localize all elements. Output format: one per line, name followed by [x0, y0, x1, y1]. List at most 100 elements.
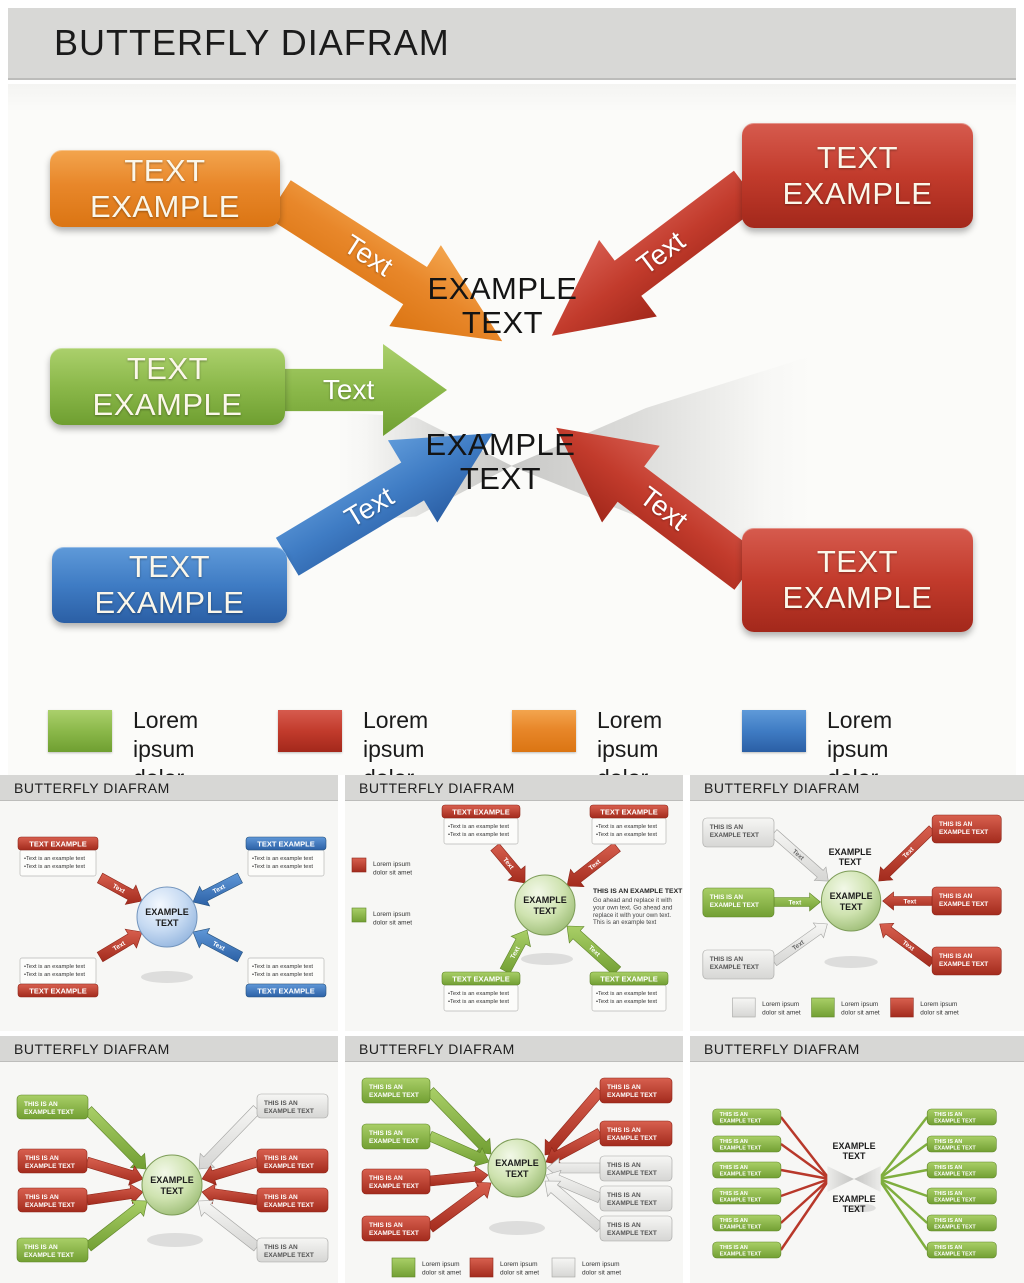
mini-arrow-green — [773, 892, 821, 912]
mini-box-gray — [256, 1237, 329, 1263]
mini-box-red — [361, 1168, 431, 1195]
mini-header-red — [589, 804, 669, 819]
mini-bullet-line: •Text is an example text — [252, 964, 313, 970]
mini-legend-swatch-red — [890, 997, 914, 1018]
mini-shadow — [850, 1204, 876, 1212]
mini-bowtie-left — [827, 1166, 855, 1192]
mini-paragraph-line: This is an example text — [593, 919, 657, 926]
mini-arrow-red — [490, 843, 526, 884]
mini-bullet-line: •Text is an example text — [448, 832, 509, 838]
center-label-bottom: EXAMPLE TEXT — [425, 427, 576, 496]
mini-header-red — [17, 836, 99, 851]
mini-header-label: TEXT EXAMPLE — [452, 808, 510, 817]
mini-paragraph-title: THIS IS AN EXAMPLE TEXT — [593, 888, 683, 895]
mini-box-green — [712, 1214, 782, 1232]
mini-header-blue — [245, 983, 327, 998]
mini-box-green — [361, 1123, 431, 1150]
center-label-top: EXAMPLE TEXT — [427, 271, 578, 340]
mini-bullet-box — [19, 849, 97, 877]
node-middle-left-label: TEXT EXAMPLE — [92, 350, 243, 422]
thumbnail-title: BUTTERFLY DIAFRAM — [690, 1036, 1024, 1062]
mini-bullet-line: •Text is an example text — [448, 999, 509, 1005]
mini-bowtie-right — [854, 1166, 881, 1192]
mini-box-green — [712, 1241, 782, 1259]
mini-box-green — [16, 1237, 89, 1263]
mini-connector-green — [878, 1177, 928, 1198]
mini-header-label: TEXT EXAMPLE — [29, 987, 87, 996]
mini-paragraph-line: your own text. Go ahead and — [593, 904, 673, 911]
mini-arrow-red — [878, 825, 936, 882]
mini-box-gray — [256, 1093, 329, 1119]
mini-box-gray — [599, 1155, 673, 1182]
mini-shadow — [824, 956, 878, 968]
mini-legend-swatch-gray — [732, 997, 756, 1018]
mini-shadow — [147, 1233, 203, 1247]
mini-arrow-gray — [771, 922, 828, 967]
mini-arrow-red — [85, 1156, 144, 1186]
mini-bullet-line: •Text is an example text — [252, 856, 313, 862]
mini-bullet-box — [443, 984, 519, 1012]
node-bottom-left-label: TEXT EXAMPLE — [94, 549, 245, 620]
mini-arrow-red — [85, 1183, 144, 1206]
mini-shadow — [141, 971, 193, 983]
arrow-orange-label: Text — [338, 228, 399, 283]
mini-box-red — [931, 946, 1002, 976]
mini-box-green — [702, 887, 775, 918]
mini-arrow-red — [426, 1181, 492, 1233]
mini-paragraph-line: Go ahead and replace it with — [593, 897, 672, 904]
mini-connector-green — [878, 1168, 928, 1181]
mini-shadow — [521, 953, 573, 965]
arrow-red-top: Text — [523, 150, 776, 374]
mini-arrow-blue — [192, 927, 244, 963]
thumbnail-title: BUTTERFLY DIAFRAM — [345, 1036, 683, 1062]
mini-box-red — [599, 1077, 673, 1104]
mini-sphere-green — [141, 1154, 203, 1216]
mini-legend-swatch-red — [351, 857, 367, 873]
mini-bullet-line: •Text is an example text — [596, 832, 657, 838]
mini-connector-green — [877, 1178, 929, 1251]
mini-arrow-green — [499, 929, 531, 975]
mini-box-green — [361, 1077, 431, 1104]
legend-swatch-red — [278, 710, 342, 752]
mini-arrow-blue — [192, 872, 243, 907]
mini-connector-red — [779, 1116, 831, 1180]
mini-arrow-red — [879, 922, 936, 968]
mini-connector-red — [780, 1177, 830, 1198]
mini-connector-green — [878, 1142, 928, 1181]
node-bottom-right: TEXT EXAMPLE — [742, 528, 973, 632]
node-top-left: TEXT EXAMPLE — [50, 150, 280, 227]
mini-header-blue — [245, 836, 327, 851]
mini-bullet-box — [247, 957, 325, 985]
thumbnail-title: BUTTERFLY DIAFRAM — [0, 775, 338, 801]
